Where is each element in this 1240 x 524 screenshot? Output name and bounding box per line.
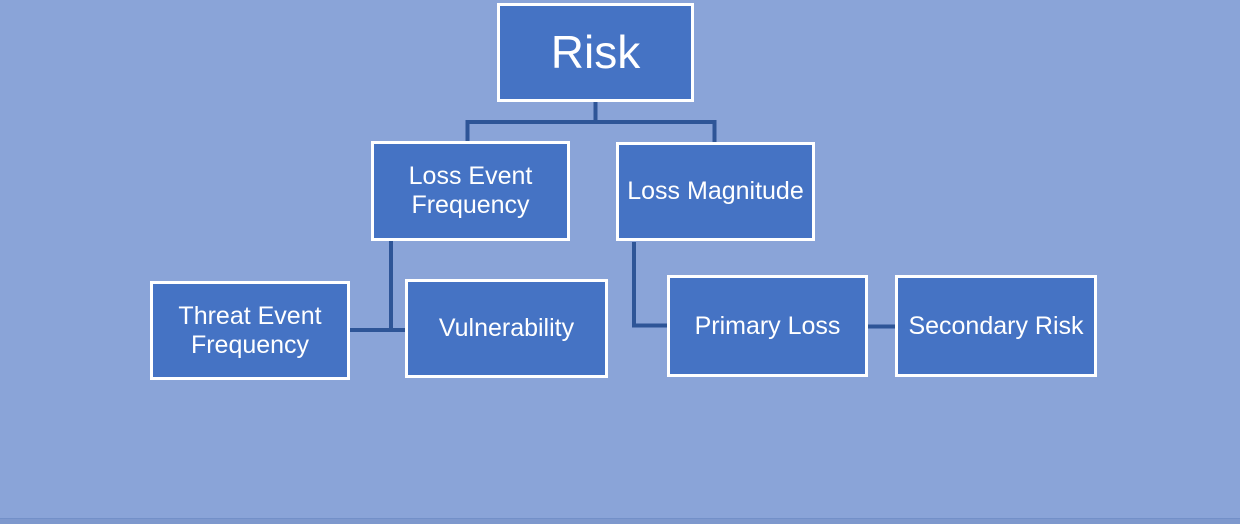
node-threat-event-frequency[interactable]: Threat Event Frequency <box>150 281 350 380</box>
node-loss-event-frequency-label: Loss Event Frequency <box>408 162 533 219</box>
node-loss-event-frequency[interactable]: Loss Event Frequency <box>371 141 570 241</box>
node-risk-label: Risk <box>550 26 641 79</box>
connector-lm-to-primary-loss <box>632 242 668 328</box>
node-secondary-risk-label: Secondary Risk <box>908 311 1084 340</box>
node-loss-magnitude-label: Loss Magnitude <box>627 177 804 206</box>
connector-risk-to-children <box>465 120 717 142</box>
slide-bottom-edge <box>0 518 1240 524</box>
node-vulnerability-label: Vulnerability <box>438 314 575 343</box>
node-loss-magnitude[interactable]: Loss Magnitude <box>616 142 815 241</box>
node-risk[interactable]: Risk <box>497 3 694 102</box>
node-primary-loss-label: Primary Loss <box>694 311 841 340</box>
node-threat-event-frequency-label: Threat Event Frequency <box>178 301 322 359</box>
node-vulnerability[interactable]: Vulnerability <box>405 279 608 378</box>
node-primary-loss[interactable]: Primary Loss <box>667 275 868 377</box>
node-secondary-risk[interactable]: Secondary Risk <box>895 275 1097 377</box>
